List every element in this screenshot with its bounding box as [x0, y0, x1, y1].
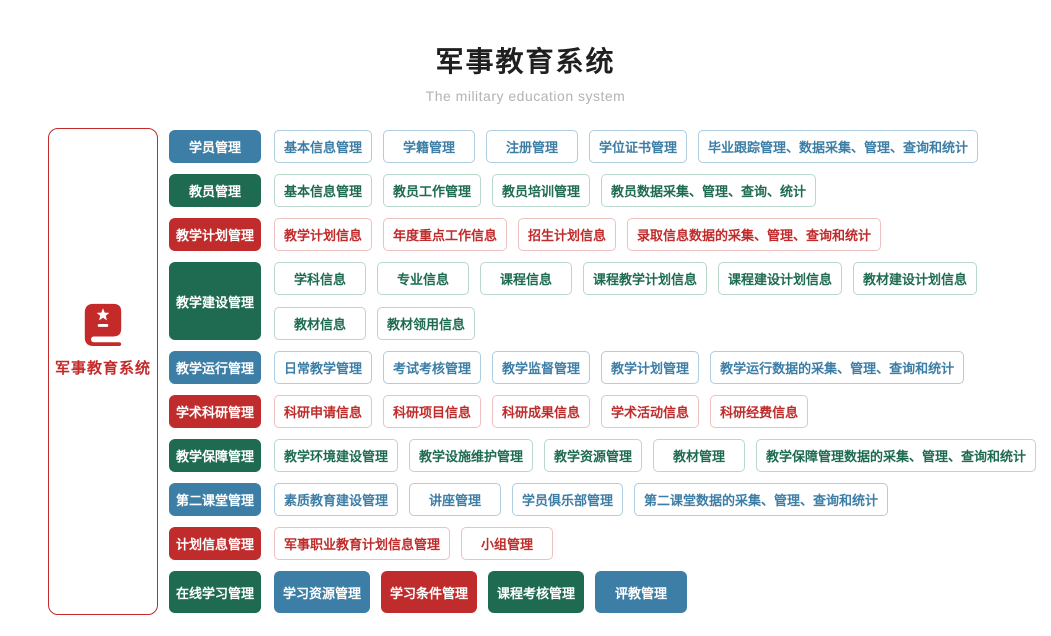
category-row: 计划信息管理军事职业教育计划信息管理小组管理 — [169, 527, 1036, 560]
sub-item-lines: 素质教育建设管理讲座管理学员俱乐部管理第二课堂数据的采集、管理、查询和统计 — [274, 483, 889, 516]
sub-item-button[interactable]: 教材管理 — [653, 439, 746, 472]
sub-item-button[interactable]: 教员工作管理 — [383, 174, 482, 207]
sub-item-button[interactable]: 教学监督管理 — [492, 351, 591, 384]
sub-item-button[interactable]: 学籍管理 — [383, 130, 476, 163]
sub-item-button[interactable]: 军事职业教育计划信息管理 — [274, 527, 451, 560]
sub-item-button[interactable]: 教学保障管理数据的采集、管理、查询和统计 — [756, 439, 1037, 472]
category-button[interactable]: 教学保障管理 — [169, 439, 261, 472]
sub-item-button[interactable]: 教材领用信息 — [377, 307, 476, 340]
sub-item-button[interactable]: 素质教育建设管理 — [274, 483, 399, 516]
page-header: 军事教育系统 The military education system — [0, 40, 1051, 104]
sub-item-button[interactable]: 基本信息管理 — [274, 174, 373, 207]
sub-item-line: 学习资源管理学习条件管理课程考核管理评教管理 — [274, 571, 688, 613]
sub-item-lines: 教学计划信息年度重点工作信息招生计划信息录取信息数据的采集、管理、查询和统计 — [274, 218, 882, 251]
category-button[interactable]: 教学建设管理 — [169, 262, 261, 340]
sub-item-lines: 军事职业教育计划信息管理小组管理 — [274, 527, 554, 560]
sub-item-button[interactable]: 课程考核管理 — [488, 571, 585, 613]
sub-item-line: 教材信息教材领用信息 — [274, 307, 977, 340]
sub-item-button[interactable]: 考试考核管理 — [383, 351, 482, 384]
sub-item-button[interactable]: 学术活动信息 — [601, 395, 700, 428]
sub-item-button[interactable]: 科研经费信息 — [710, 395, 809, 428]
category-button[interactable]: 教学计划管理 — [169, 218, 261, 251]
root-panel: 军事教育系统 — [48, 128, 158, 615]
sub-item-button[interactable]: 教学设施维护管理 — [409, 439, 534, 472]
sub-item-button[interactable]: 科研申请信息 — [274, 395, 373, 428]
category-row: 教员管理基本信息管理教员工作管理教员培训管理教员数据采集、管理、查询、统计 — [169, 174, 1036, 207]
sub-item-lines: 学习资源管理学习条件管理课程考核管理评教管理 — [274, 571, 688, 613]
sub-item-line: 基本信息管理教员工作管理教员培训管理教员数据采集、管理、查询、统计 — [274, 174, 817, 207]
sub-item-button[interactable]: 科研成果信息 — [492, 395, 591, 428]
sub-item-lines: 日常教学管理考试考核管理教学监督管理教学计划管理教学运行数据的采集、管理、查询和… — [274, 351, 965, 384]
sub-item-line: 科研申请信息科研项目信息科研成果信息学术活动信息科研经费信息 — [274, 395, 809, 428]
sub-item-lines: 基本信息管理学籍管理注册管理学位证书管理毕业跟踪管理、数据采集、管理、查询和统计 — [274, 130, 979, 163]
sub-item-button[interactable]: 教材信息 — [274, 307, 366, 340]
sub-item-button[interactable]: 专业信息 — [377, 262, 469, 295]
sub-item-line: 教学计划信息年度重点工作信息招生计划信息录取信息数据的采集、管理、查询和统计 — [274, 218, 882, 251]
sub-item-line: 日常教学管理考试考核管理教学监督管理教学计划管理教学运行数据的采集、管理、查询和… — [274, 351, 965, 384]
category-row: 学员管理基本信息管理学籍管理注册管理学位证书管理毕业跟踪管理、数据采集、管理、查… — [169, 130, 1036, 163]
category-row: 学术科研管理科研申请信息科研项目信息科研成果信息学术活动信息科研经费信息 — [169, 395, 1036, 428]
sub-item-button[interactable]: 评教管理 — [595, 571, 688, 613]
sub-item-button[interactable]: 注册管理 — [486, 130, 579, 163]
category-button[interactable]: 教学运行管理 — [169, 351, 261, 384]
sub-item-button[interactable]: 学科信息 — [274, 262, 366, 295]
sub-item-button[interactable]: 第二课堂数据的采集、管理、查询和统计 — [634, 483, 889, 516]
sub-item-button[interactable]: 课程建设计划信息 — [718, 262, 843, 295]
category-row: 第二课堂管理素质教育建设管理讲座管理学员俱乐部管理第二课堂数据的采集、管理、查询… — [169, 483, 1036, 516]
sub-item-lines: 科研申请信息科研项目信息科研成果信息学术活动信息科研经费信息 — [274, 395, 809, 428]
category-row: 在线学习管理学习资源管理学习条件管理课程考核管理评教管理 — [169, 571, 1036, 613]
sub-item-button[interactable]: 教员培训管理 — [492, 174, 591, 207]
sub-item-button[interactable]: 学员俱乐部管理 — [512, 483, 624, 516]
sub-item-button[interactable]: 教材建设计划信息 — [853, 262, 978, 295]
sub-item-button[interactable]: 学习条件管理 — [381, 571, 478, 613]
sub-item-button[interactable]: 基本信息管理 — [274, 130, 373, 163]
sub-item-line: 素质教育建设管理讲座管理学员俱乐部管理第二课堂数据的采集、管理、查询和统计 — [274, 483, 889, 516]
category-row: 教学计划管理教学计划信息年度重点工作信息招生计划信息录取信息数据的采集、管理、查… — [169, 218, 1036, 251]
category-row: 教学建设管理学科信息专业信息课程信息课程教学计划信息课程建设计划信息教材建设计划… — [169, 262, 1036, 340]
category-button[interactable]: 学术科研管理 — [169, 395, 261, 428]
sub-item-button[interactable]: 小组管理 — [461, 527, 554, 560]
sub-item-line: 教学环境建设管理教学设施维护管理教学资源管理教材管理教学保障管理数据的采集、管理… — [274, 439, 1037, 472]
page-subtitle: The military education system — [425, 88, 626, 104]
sub-item-button[interactable]: 招生计划信息 — [518, 218, 617, 251]
sub-item-button[interactable]: 讲座管理 — [409, 483, 502, 516]
sub-item-button[interactable]: 课程教学计划信息 — [583, 262, 708, 295]
sub-item-button[interactable]: 教学资源管理 — [544, 439, 643, 472]
sub-item-button[interactable]: 教学计划信息 — [274, 218, 373, 251]
category-button[interactable]: 第二课堂管理 — [169, 483, 261, 516]
sub-item-lines: 教学环境建设管理教学设施维护管理教学资源管理教材管理教学保障管理数据的采集、管理… — [274, 439, 1037, 472]
sub-item-button[interactable]: 学位证书管理 — [589, 130, 688, 163]
sub-item-line: 军事职业教育计划信息管理小组管理 — [274, 527, 554, 560]
sub-item-button[interactable]: 科研项目信息 — [383, 395, 482, 428]
book-star-icon — [84, 303, 122, 347]
sub-item-line: 基本信息管理学籍管理注册管理学位证书管理毕业跟踪管理、数据采集、管理、查询和统计 — [274, 130, 979, 163]
sub-item-button[interactable]: 教员数据采集、管理、查询、统计 — [601, 174, 817, 207]
sub-item-button[interactable]: 教学运行数据的采集、管理、查询和统计 — [710, 351, 965, 384]
root-label: 军事教育系统 — [54, 360, 151, 377]
category-button[interactable]: 计划信息管理 — [169, 527, 261, 560]
sub-item-button[interactable]: 教学计划管理 — [601, 351, 700, 384]
sub-item-lines: 学科信息专业信息课程信息课程教学计划信息课程建设计划信息教材建设计划信息教材信息… — [274, 262, 978, 340]
category-button[interactable]: 教员管理 — [169, 174, 261, 207]
category-row: 教学运行管理日常教学管理考试考核管理教学监督管理教学计划管理教学运行数据的采集、… — [169, 351, 1036, 384]
sub-item-button[interactable]: 学习资源管理 — [274, 571, 371, 613]
category-button[interactable]: 在线学习管理 — [169, 571, 261, 613]
sub-item-button[interactable]: 毕业跟踪管理、数据采集、管理、查询和统计 — [698, 130, 979, 163]
sub-item-button[interactable]: 录取信息数据的采集、管理、查询和统计 — [627, 218, 882, 251]
sub-item-line: 学科信息专业信息课程信息课程教学计划信息课程建设计划信息教材建设计划信息 — [274, 262, 978, 295]
category-row: 教学保障管理教学环境建设管理教学设施维护管理教学资源管理教材管理教学保障管理数据… — [169, 439, 1037, 472]
sub-item-button[interactable]: 课程信息 — [480, 262, 572, 295]
sub-item-button[interactable]: 年度重点工作信息 — [383, 218, 508, 251]
page-title: 军事教育系统 — [435, 46, 616, 77]
sub-item-button[interactable]: 教学环境建设管理 — [274, 439, 399, 472]
sub-item-button[interactable]: 日常教学管理 — [274, 351, 373, 384]
sub-item-lines: 基本信息管理教员工作管理教员培训管理教员数据采集、管理、查询、统计 — [274, 174, 817, 207]
category-rows: 学员管理基本信息管理学籍管理注册管理学位证书管理毕业跟踪管理、数据采集、管理、查… — [169, 130, 1037, 613]
category-button[interactable]: 学员管理 — [169, 130, 261, 163]
